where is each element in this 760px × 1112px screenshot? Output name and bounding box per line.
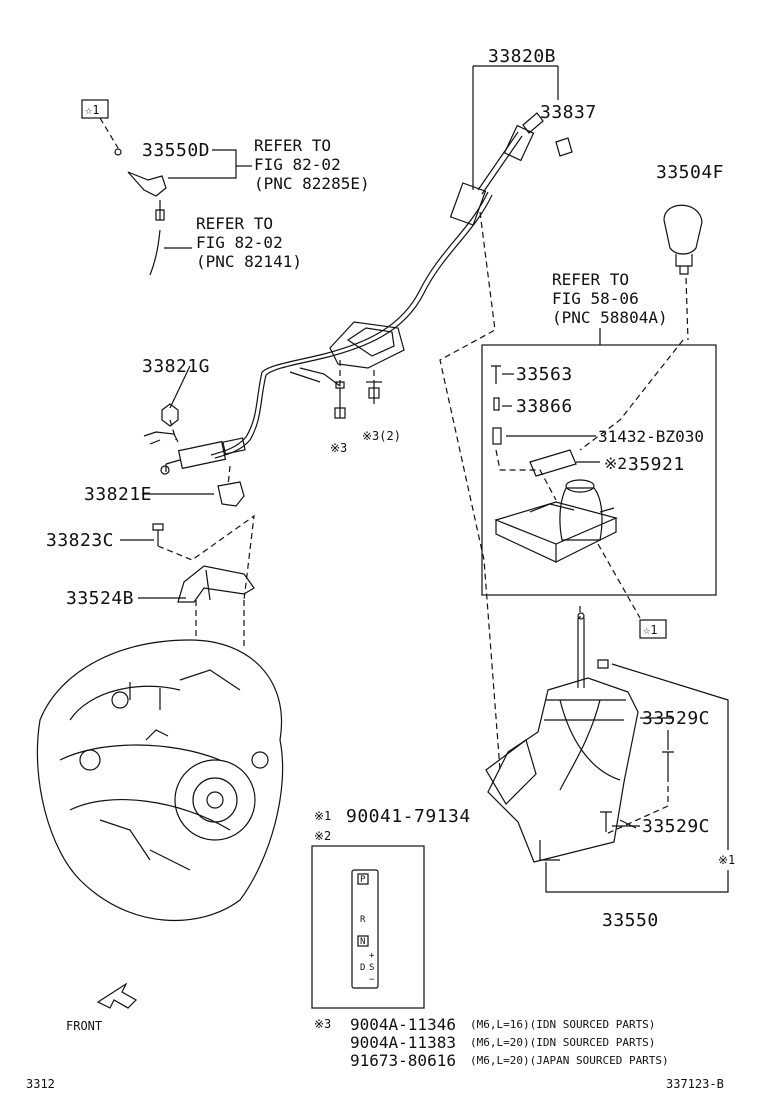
ref3-line3: (PNC 58804A) xyxy=(552,308,668,327)
note2-marker-35921: ※2 xyxy=(604,454,627,473)
footer-right-code: 337123-B xyxy=(666,1077,724,1091)
label-33550: 33550 xyxy=(602,910,659,931)
indicator-d: D xyxy=(360,963,365,973)
indicator-n: N xyxy=(360,937,365,947)
note3-row3-part: 91673-80616 xyxy=(350,1051,456,1070)
note1-side-marker: ※1 xyxy=(718,853,735,867)
label-33504F: 33504F xyxy=(656,162,724,183)
note3-mark: ※3 xyxy=(314,1017,331,1031)
indicator-s: S xyxy=(369,963,374,973)
note2-mark: ※2 xyxy=(314,829,331,843)
ref2-line3: (PNC 82141) xyxy=(196,252,302,271)
label-33820B: 33820B xyxy=(488,46,556,67)
indicator-plate xyxy=(351,869,379,989)
bracket-bolts xyxy=(334,381,382,419)
boot-assembly-box xyxy=(481,344,717,596)
ref1-line1: REFER TO xyxy=(254,136,331,155)
note1-part: 90041-79134 xyxy=(346,806,471,827)
note3-row3-spec: (M6,L=20)(JAPAN SOURCED PARTS) xyxy=(470,1054,669,1067)
label-33529C-upper: 33529C xyxy=(642,708,710,729)
star-marker-box xyxy=(81,99,109,119)
label-33550D: 33550D xyxy=(142,140,210,161)
ref2-line1: REFER TO xyxy=(196,214,273,233)
bracket-33524B xyxy=(177,565,255,603)
nut-clip xyxy=(143,403,179,445)
transmission xyxy=(36,639,284,922)
label-35921: 35921 xyxy=(628,454,685,475)
note1-mark: ※1 xyxy=(314,809,331,823)
indicator-plus: + xyxy=(369,951,375,961)
star-marker-1b: ☆1 xyxy=(643,623,657,637)
shift-cable xyxy=(160,112,573,475)
note3-row1-part: 9004A-11346 xyxy=(350,1015,456,1034)
indicator-minus: − xyxy=(369,975,375,985)
shift-lever-assembly xyxy=(485,612,639,863)
leader-lines xyxy=(120,65,729,893)
front-arrow-icon xyxy=(96,982,137,1009)
label-33821E: 33821E xyxy=(84,484,152,505)
ref3-line1: REFER TO xyxy=(552,270,629,289)
indicator-box xyxy=(311,845,425,1009)
star-marker-box-b xyxy=(639,619,667,639)
label-33529C-lower: 33529C xyxy=(642,816,710,837)
label-31432: 31432-BZ030 xyxy=(598,427,704,446)
note3-row1-spec: (M6,L=16)(IDN SOURCED PARTS) xyxy=(470,1018,655,1031)
label-33866: 33866 xyxy=(516,396,573,417)
label-33821G: 33821G xyxy=(142,356,210,377)
label-33524B: 33524B xyxy=(66,588,134,609)
ref1-line3: (PNC 82285E) xyxy=(254,174,370,193)
star-marker-1: ☆1 xyxy=(85,103,99,117)
clip-33821E xyxy=(217,481,245,507)
indicator-p: P xyxy=(360,875,366,885)
bolt-33823C xyxy=(152,523,164,546)
shift-boot-panel xyxy=(494,479,618,563)
front-label: FRONT xyxy=(66,1019,102,1033)
shift-knob xyxy=(663,204,703,275)
note3-marker: ※3 xyxy=(330,441,347,455)
dashed-lines xyxy=(99,117,689,835)
indicator-r: R xyxy=(360,915,366,925)
lever-bolts xyxy=(600,751,674,832)
boot-small-parts xyxy=(491,365,577,477)
note3-row2-part: 9004A-11383 xyxy=(350,1033,456,1052)
footer-left-code: 3312 xyxy=(26,1077,55,1091)
ref3-line2: FIG 58-06 xyxy=(552,289,639,308)
note3-qty-marker: ※3(2) xyxy=(362,429,401,443)
sensor-33550D xyxy=(114,148,167,276)
ref2-line2: FIG 82-02 xyxy=(196,233,283,252)
ref1-line2: FIG 82-02 xyxy=(254,155,341,174)
label-33837: 33837 xyxy=(540,102,597,123)
label-33823C: 33823C xyxy=(46,530,114,551)
note3-row2-spec: (M6,L=20)(IDN SOURCED PARTS) xyxy=(470,1036,655,1049)
label-33563: 33563 xyxy=(516,364,573,385)
